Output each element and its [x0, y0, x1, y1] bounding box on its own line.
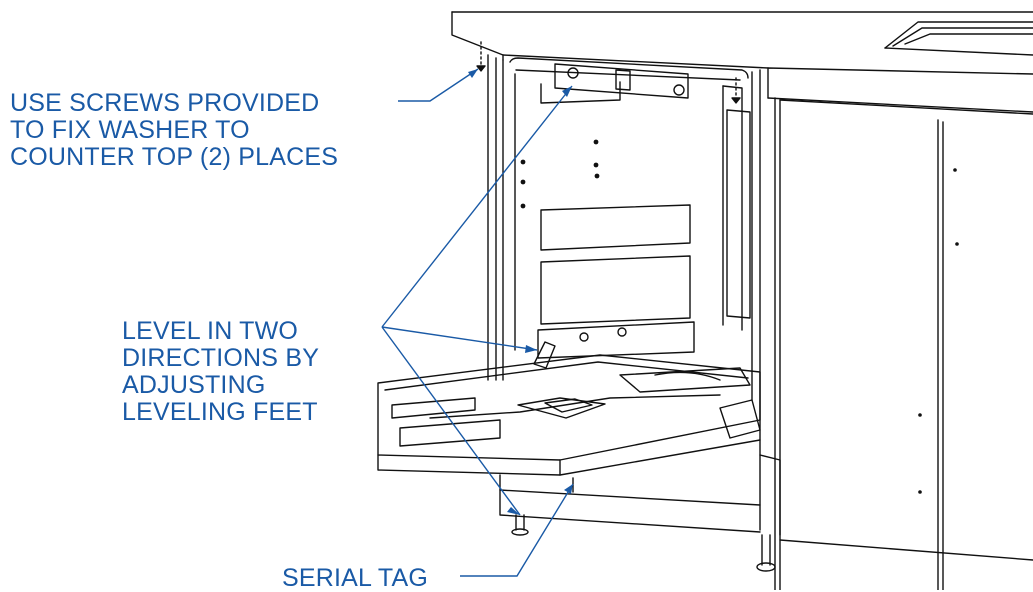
level-callout-line-1: LEVEL IN TWO	[122, 317, 299, 345]
screws-arrowhead	[468, 69, 478, 78]
screws-callout-line-3: COUNTER TOP (2) PLACES	[10, 143, 339, 171]
screws-callout-line-2: TO FIX WASHER TO	[10, 116, 250, 144]
screws-leader-line	[398, 68, 479, 102]
washer-frame	[487, 54, 761, 531]
level-leader-lines	[381, 85, 573, 516]
serial-tag-leader-line	[460, 483, 574, 577]
level-callout-line-3: ADJUSTING	[122, 371, 266, 399]
screw-icons	[476, 41, 741, 104]
open-door-panel	[377, 341, 761, 476]
level-arrowhead-middle	[525, 345, 537, 353]
serial-tag-arrowhead	[564, 484, 573, 494]
sink	[884, 21, 1033, 56]
serial-tag-callout: SERIAL TAG	[282, 565, 428, 592]
mounting-holes	[520, 139, 959, 494]
level-arrowhead-top	[562, 86, 572, 97]
countertop	[451, 11, 1033, 113]
washer-base	[499, 454, 781, 536]
level-callout-line-2: DIRECTIONS BY	[122, 344, 320, 372]
screws-callout-line-1: USE SCREWS PROVIDED	[10, 89, 320, 117]
chamber-back-wall	[514, 63, 751, 359]
serial-tag-callout-line-1: SERIAL TAG	[282, 564, 429, 592]
level-arrowhead-foot	[507, 507, 520, 515]
level-callout: LEVEL IN TWO DIRECTIONS BY ADJUSTING LEV…	[122, 318, 319, 426]
leveling-feet	[511, 514, 776, 572]
screws-callout: USE SCREWS PROVIDED TO FIX WASHER TO COU…	[10, 90, 338, 171]
level-callout-line-4: LEVELING FEET	[122, 398, 318, 426]
adjacent-cabinet	[774, 97, 1033, 590]
